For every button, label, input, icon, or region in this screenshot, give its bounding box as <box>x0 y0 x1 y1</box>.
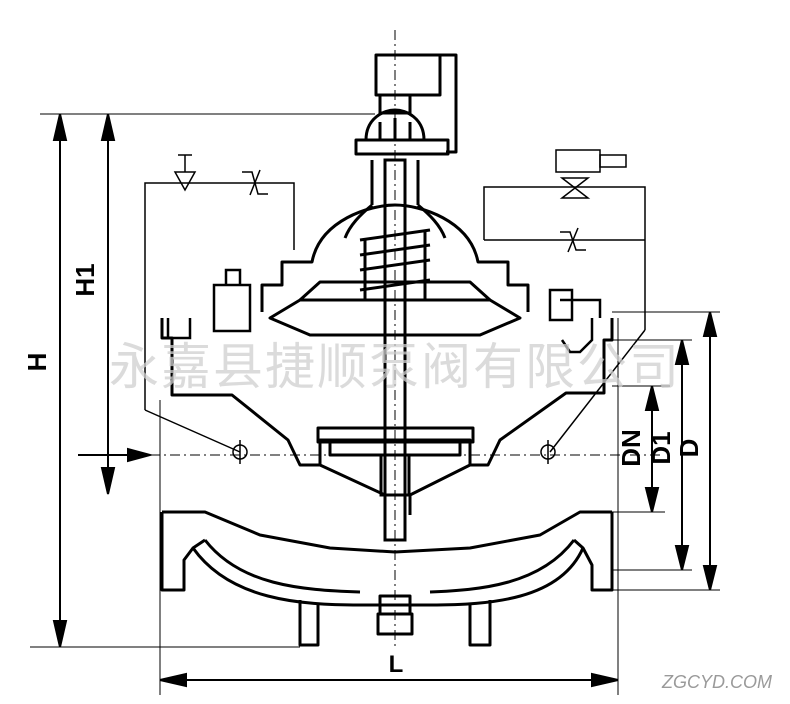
bonnet <box>260 53 530 337</box>
dim-label-d1: D1 <box>646 431 676 464</box>
centre-lines <box>130 30 660 650</box>
site-watermark: ZGCYD.COM <box>661 672 772 692</box>
dim-label-h: H <box>22 353 52 372</box>
dim-label-l: L <box>389 651 404 678</box>
pilot-piping <box>144 149 646 464</box>
extension-lines <box>30 113 720 695</box>
dim-label-dn: DN <box>616 429 646 467</box>
company-watermark: 永嘉县捷顺泵阀有限公司 <box>109 338 681 396</box>
dimension-lines <box>52 113 718 688</box>
dim-label-d: D <box>674 439 704 458</box>
dim-label-h1: H1 <box>70 263 100 296</box>
side-fittings <box>166 268 602 354</box>
